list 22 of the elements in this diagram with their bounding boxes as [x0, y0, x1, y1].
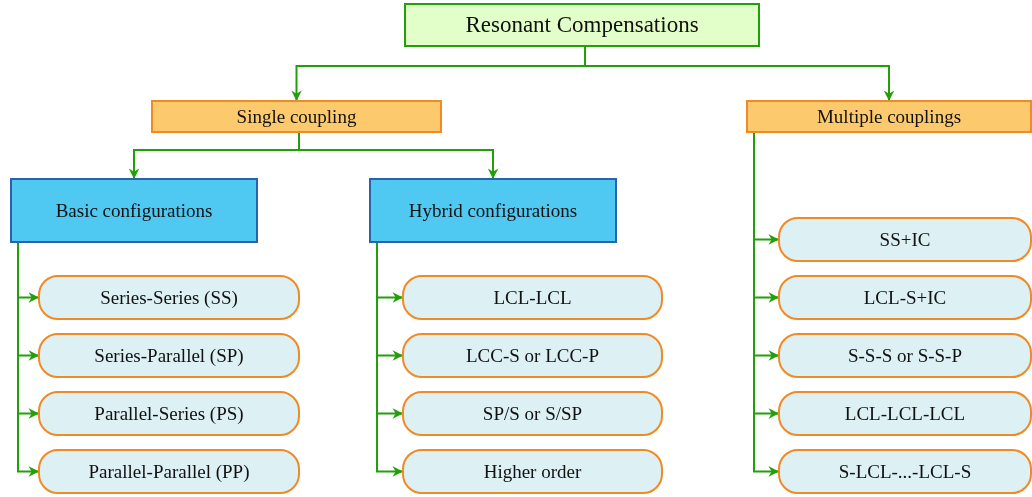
- topology-pill: Parallel-Parallel (PP): [38, 449, 300, 494]
- topology-pill: LCC-S or LCC-P: [402, 333, 663, 378]
- topology-pill: LCL-S+IC: [778, 275, 1032, 320]
- topology-pill: Series-Series (SS): [38, 275, 300, 320]
- topology-pill: LCL-LCL-LCL: [778, 391, 1032, 436]
- arrow: [17, 242, 40, 477]
- topology-pill: SS+IC: [778, 217, 1032, 262]
- arrow: [584, 46, 895, 102]
- category-box: Single coupling: [151, 100, 442, 133]
- category-box: Multiple couplings: [746, 100, 1032, 133]
- title-box: Resonant Compensations: [404, 3, 760, 47]
- configuration-box: Hybrid configurations: [369, 178, 617, 243]
- topology-pill: Parallel-Series (PS): [38, 391, 300, 436]
- topology-pill: S-S-S or S-S-P: [778, 333, 1032, 378]
- topology-pill: Series-Parallel (SP): [38, 333, 300, 378]
- topology-pill: Higher order: [402, 449, 663, 494]
- topology-pill: LCL-LCL: [402, 275, 663, 320]
- topology-pill: S-LCL-...-LCL-S: [778, 449, 1032, 494]
- topology-pill: SP/S or S/SP: [402, 391, 663, 436]
- arrow: [753, 132, 780, 477]
- configuration-box: Basic configurations: [10, 178, 258, 243]
- arrow: [376, 242, 404, 477]
